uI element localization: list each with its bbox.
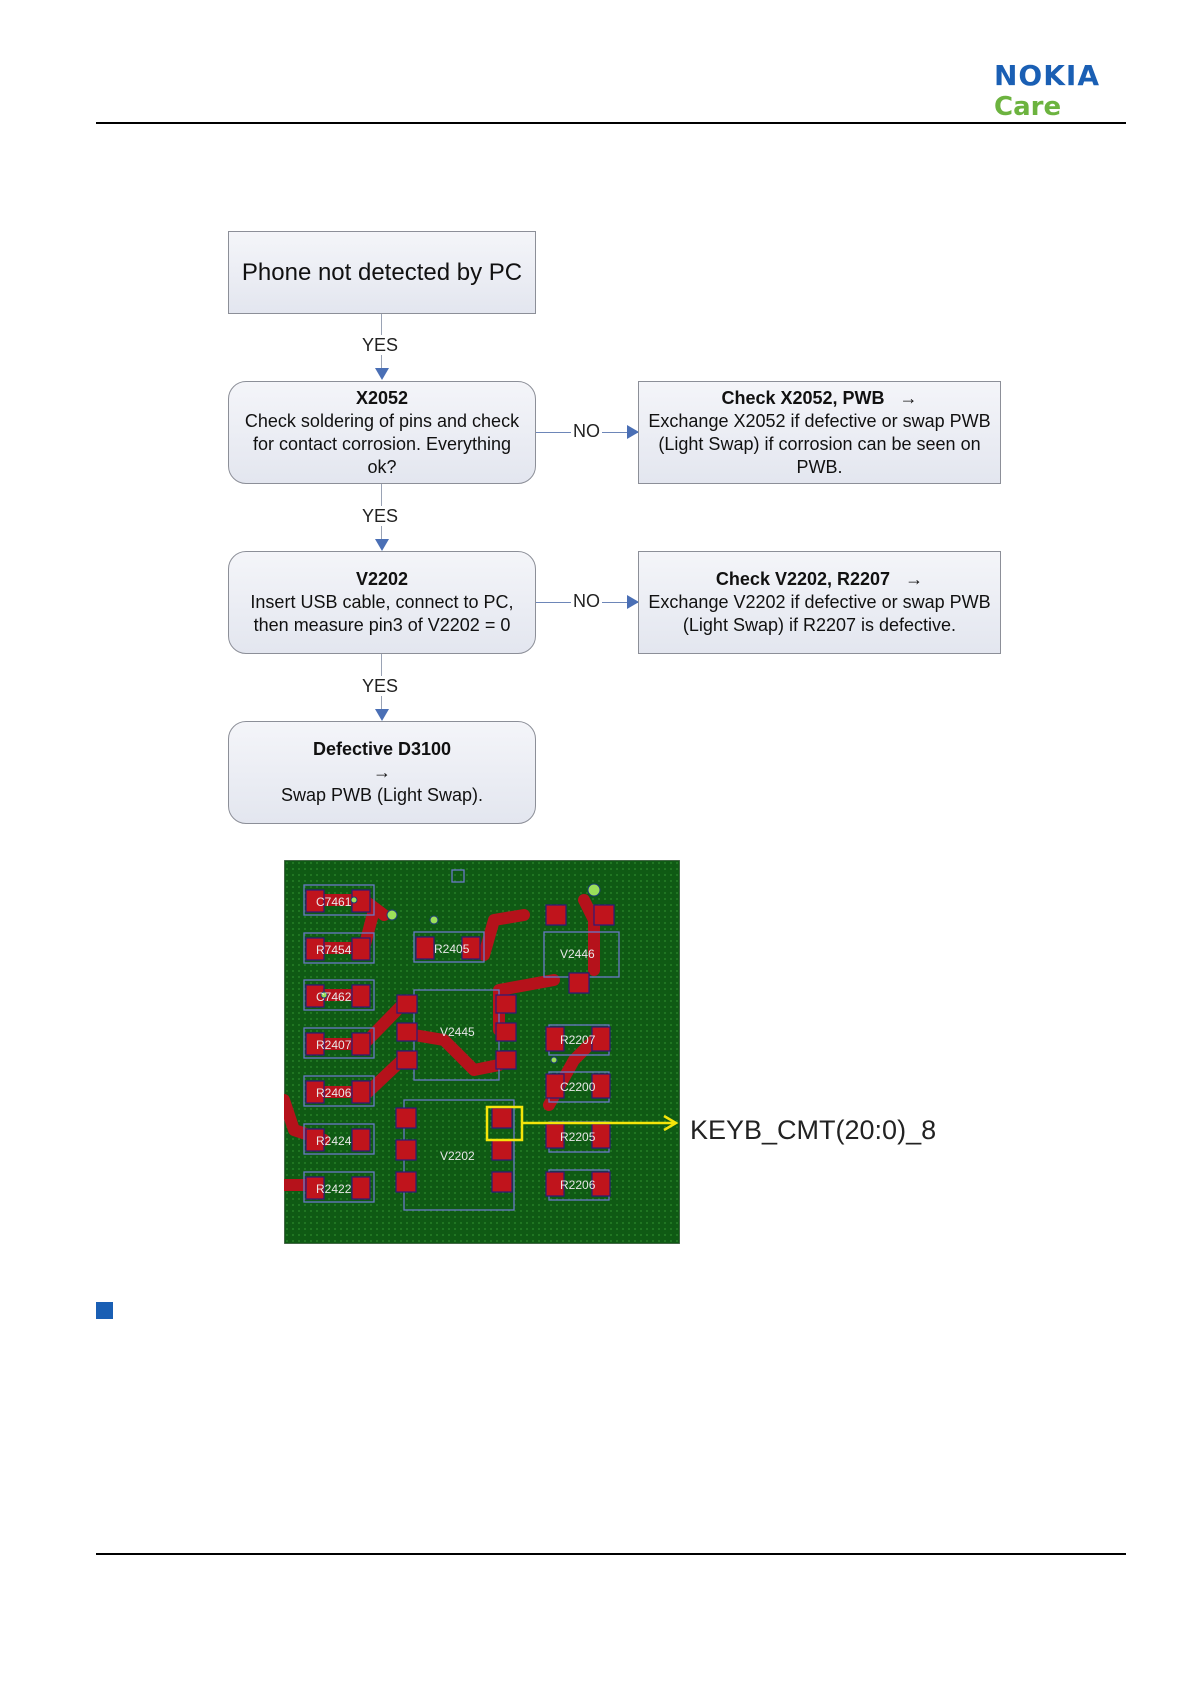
step-text: Exchange V2202 if defective or swap PWB …: [648, 592, 991, 635]
arrow-right-icon: →: [373, 762, 391, 782]
arrow-down-icon: [375, 368, 389, 380]
yes-label: YES: [360, 335, 401, 355]
troubleshooting-flowchart: Phone not detected by PC YES X2052 Check…: [0, 0, 1191, 840]
arrow-right-icon: [627, 595, 639, 609]
svg-text:C2200: C2200: [560, 1080, 596, 1094]
svg-text:V2202: V2202: [440, 1149, 475, 1163]
step-title: V2202: [355, 569, 409, 589]
svg-text:C7462: C7462: [316, 990, 352, 1004]
svg-text:R2205: R2205: [560, 1130, 596, 1144]
header-rule: [96, 122, 1126, 124]
arrow-down-icon: [375, 709, 389, 721]
svg-text:C7461: C7461: [316, 895, 352, 909]
svg-text:R7454: R7454: [316, 943, 352, 957]
check-v2202-box: Check V2202, R2207 → Exchange V2202 if d…: [638, 551, 1001, 654]
svg-text:R2406: R2406: [316, 1086, 352, 1100]
bullet-square-icon: [96, 1302, 113, 1319]
logo-brand: NOKIA: [994, 59, 1101, 92]
step-x2052-box: X2052 Check soldering of pins and check …: [228, 381, 536, 484]
step-title: Check X2052, PWB →: [721, 387, 918, 408]
svg-text:R2207: R2207: [560, 1033, 596, 1047]
footer-rule: [96, 1553, 1126, 1555]
svg-text:R2206: R2206: [560, 1178, 596, 1192]
step-v2202-box: V2202 Insert USB cable, connect to PC, t…: [228, 551, 536, 654]
final-box: Defective D3100 → Swap PWB (Light Swap).: [228, 721, 536, 824]
yes-label: YES: [360, 676, 401, 696]
no-label: NO: [571, 591, 602, 611]
signal-label: KEYB_CMT(20:0)_8: [690, 1115, 937, 1145]
svg-text:R2422: R2422: [316, 1182, 352, 1196]
arrow-right-icon: →: [899, 387, 918, 408]
arrow-right-icon: →: [905, 569, 924, 589]
step-title: Defective D3100: [312, 739, 452, 759]
arrow-down-icon: [375, 539, 389, 551]
nokia-care-logo: NOKIA Care: [994, 59, 1124, 123]
start-box: Phone not detected by PC: [228, 231, 536, 314]
step-text: Check soldering of pins and check for co…: [244, 410, 520, 477]
svg-text:V2446: V2446: [560, 947, 595, 961]
yes-label: YES: [360, 506, 401, 526]
start-text: Phone not detected by PC: [241, 259, 523, 286]
step-title: Check V2202, R2207 →: [715, 569, 924, 589]
svg-text:V2445: V2445: [440, 1025, 475, 1039]
step-title: X2052: [355, 387, 409, 408]
pcb-layout-image: C7461 R7454 C7462 R2407 R2406 R2424 R242…: [284, 860, 680, 1244]
logo-sub: Care: [994, 92, 1062, 122]
check-x2052-box: Check X2052, PWB → Exchange X2052 if def…: [638, 381, 1001, 484]
step-text: Exchange X2052 if defective or swap PWB …: [648, 410, 991, 477]
step-text: Swap PWB (Light Swap).: [280, 785, 484, 805]
step-text: Insert USB cable, connect to PC, then me…: [250, 592, 514, 635]
no-label: NO: [571, 421, 602, 441]
svg-text:R2424: R2424: [316, 1134, 352, 1148]
arrow-right-icon: [627, 425, 639, 439]
svg-text:R2407: R2407: [316, 1038, 352, 1052]
svg-text:R2405: R2405: [434, 942, 470, 956]
